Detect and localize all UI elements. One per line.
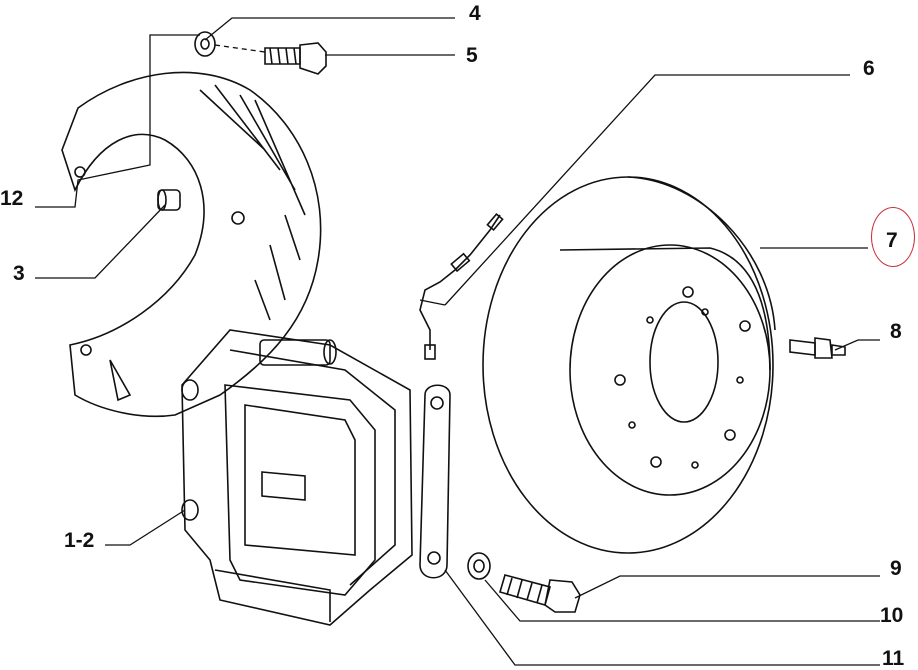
- leader-lines: [35, 17, 880, 666]
- label-9: 9: [890, 557, 902, 580]
- label-10: 10: [880, 604, 904, 627]
- label-4: 4: [469, 2, 481, 25]
- label-3: 3: [13, 262, 25, 285]
- label-8: 8: [890, 320, 902, 343]
- leader-11: [444, 569, 880, 666]
- label-7: 7: [886, 229, 898, 252]
- washer-4: [194, 31, 216, 57]
- label-11: 11: [882, 647, 905, 670]
- leader-4: [204, 17, 455, 41]
- label-1-2: 1-2: [64, 529, 95, 552]
- leader-3: [35, 204, 166, 279]
- stud-3: [157, 189, 181, 211]
- label-5: 5: [466, 44, 478, 67]
- leader-1-2: [105, 509, 186, 546]
- leader-6b: [419, 299, 446, 306]
- link-plate: [419, 384, 451, 579]
- leader-8: [834, 339, 880, 351]
- highlight-circle: [871, 207, 915, 267]
- bolt-9: [499, 574, 581, 613]
- bolt-5: [264, 42, 327, 75]
- wheel-stud-8: [789, 337, 846, 359]
- label-12: 12: [0, 187, 24, 210]
- washer-10: [467, 552, 491, 580]
- leader-10: [484, 579, 880, 622]
- brake-disc: [482, 176, 776, 554]
- leader-6: [444, 74, 850, 306]
- leader-12: [35, 34, 200, 208]
- label-6: 6: [863, 57, 875, 80]
- caliper: [181, 329, 413, 626]
- leader-4-dash: [214, 44, 266, 53]
- backing-plate: [61, 71, 322, 418]
- leader-9: [574, 575, 880, 599]
- wear-sensor: [419, 212, 504, 360]
